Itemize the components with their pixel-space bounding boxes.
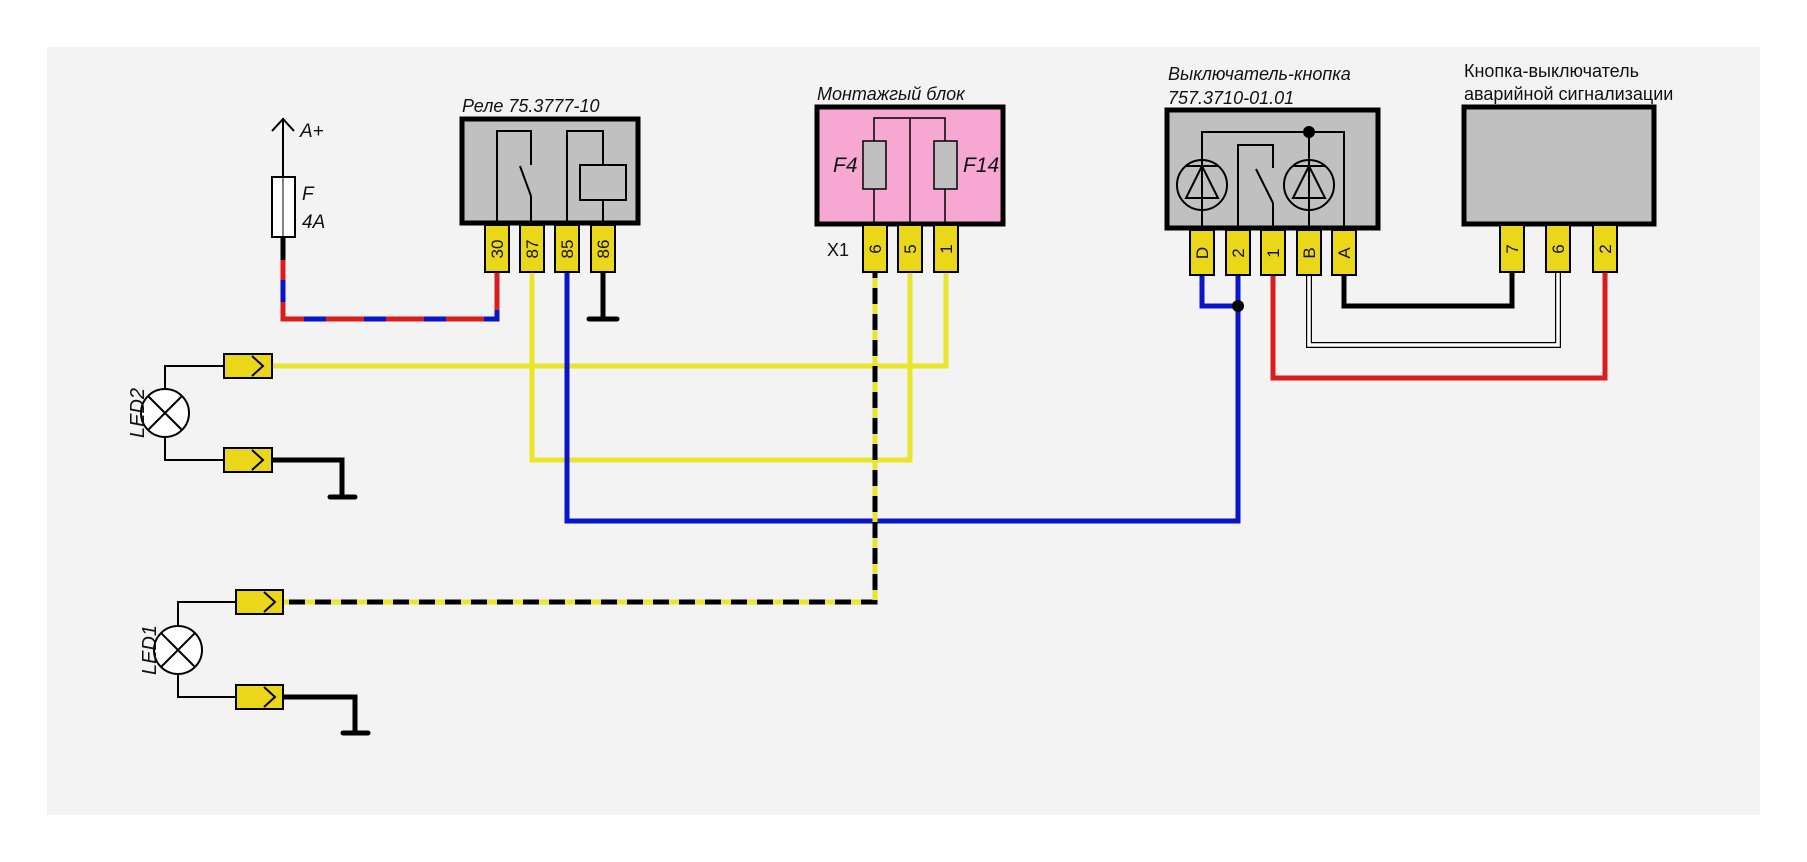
- relay-block: Реле 75.3777-10: [459, 96, 641, 226]
- led2: LED2: [127, 353, 273, 473]
- relay-pin-30: 30: [484, 224, 510, 273]
- wires: [272, 237, 1608, 736]
- led1-connector-bottom: [235, 684, 284, 710]
- fuse-label: F: [302, 184, 315, 205]
- svg-text:1: 1: [937, 244, 956, 253]
- wire-x1-6-to-led1: [283, 272, 878, 605]
- relay-pin-87: 87: [519, 224, 545, 273]
- ground-led1: [283, 694, 371, 736]
- switch-pin-a: A: [1331, 229, 1357, 276]
- hazard-switch-block: Кнопка-выключатель аварийной сигнализаци…: [1461, 61, 1673, 227]
- switch-button-label-line1: Выключатель-кнопка: [1168, 64, 1351, 84]
- svg-text:7: 7: [1503, 244, 1522, 253]
- hazard-pin-2: 2: [1592, 224, 1618, 273]
- wire-fuse-to-relay-30: [280, 237, 500, 322]
- relay-label: Реле 75.3777-10: [462, 96, 599, 116]
- fuse-f4-label: F4: [833, 154, 858, 177]
- hazard-pin-7: 7: [1499, 224, 1525, 273]
- led1-label: LED1: [139, 625, 161, 675]
- fuse-f4-icon: [862, 140, 887, 190]
- lamp-icon: [140, 388, 190, 438]
- svg-text:30: 30: [488, 240, 507, 259]
- chevron-right-icon: [251, 449, 265, 471]
- wire-relay-85-to-switch-2: [564, 272, 1241, 524]
- hazard-switch-label-line2: аварийной сигнализации: [1464, 84, 1673, 104]
- switch-pin-b: B: [1296, 229, 1322, 276]
- switch-button-label-line2: 757.3710-01.01: [1168, 88, 1294, 108]
- chevron-right-icon: [251, 355, 265, 377]
- switch-pin-2: 2: [1225, 229, 1251, 276]
- fuse-f14-icon: [933, 140, 958, 190]
- led2-connector-top: [223, 353, 273, 379]
- x1-pin-1: 1: [933, 224, 959, 273]
- wire-x1-1-to-led2: [272, 272, 949, 369]
- x1-pin-6: 6: [862, 224, 888, 273]
- svg-text:86: 86: [594, 240, 613, 259]
- hazard-pin-6: 6: [1545, 224, 1571, 273]
- wire-switch-d-to-junction: [1199, 275, 1238, 309]
- arrow-up-icon: [271, 117, 295, 132]
- switch-pin-1: 1: [1260, 229, 1286, 276]
- chevron-right-icon: [263, 591, 277, 613]
- ground-relay-86: [586, 272, 620, 322]
- relay-pin-85: 85: [554, 224, 580, 273]
- svg-text:6: 6: [1549, 244, 1568, 253]
- svg-text:6: 6: [866, 244, 885, 253]
- switch-button-block: Выключатель-кнопка 757.3710-01.01: [1164, 64, 1381, 231]
- power-supply: A+ F 4A: [271, 117, 325, 238]
- svg-text:A: A: [1335, 247, 1354, 259]
- hazard-switch-pins: 7 6 2: [1499, 224, 1618, 273]
- led2-connector-bottom: [223, 447, 273, 473]
- led1-connector-top: [235, 589, 284, 615]
- svg-text:2: 2: [1596, 244, 1615, 253]
- led-indicator-left-icon: [1176, 159, 1228, 211]
- hazard-switch-label-line1: Кнопка-выключатель: [1464, 61, 1639, 81]
- svg-text:85: 85: [558, 240, 577, 259]
- svg-text:87: 87: [523, 240, 542, 259]
- fuse-f14-label: F14: [963, 154, 999, 177]
- led1: LED1: [139, 589, 284, 710]
- x1-pin-5: 5: [897, 224, 923, 273]
- connector-x1-label: X1: [827, 240, 849, 260]
- switch-contact-icon: [1237, 144, 1274, 228]
- supply-label: A+: [299, 121, 324, 142]
- chevron-right-icon: [263, 686, 277, 708]
- led-indicator-right-icon: [1283, 159, 1335, 211]
- switch-pin-d: D: [1189, 229, 1215, 276]
- wire-switch-a-to-hazard-7: [1341, 272, 1515, 309]
- wire-switch-b-to-hazard-6: [1306, 272, 1561, 348]
- relay-pins: 30 87 85 86: [484, 224, 616, 273]
- relay-pin-86: 86: [590, 224, 616, 273]
- svg-text:1: 1: [1264, 248, 1283, 257]
- svg-text:5: 5: [901, 244, 920, 253]
- fuse-rating: 4A: [302, 212, 325, 233]
- led2-label: LED2: [127, 388, 149, 438]
- svg-text:B: B: [1300, 247, 1319, 258]
- wire-switch-1-to-hazard-2: [1270, 272, 1608, 381]
- mount-block-pins: 6 5 1: [862, 224, 959, 273]
- junction-dot: [1232, 300, 1244, 312]
- svg-text:2: 2: [1229, 248, 1248, 257]
- lamp-icon: [153, 625, 203, 675]
- switch-button-pins: D 2 1 B A: [1189, 229, 1357, 276]
- svg-text:D: D: [1193, 247, 1212, 259]
- ground-led2: [272, 457, 358, 500]
- mount-block-label: Монтажгый блок: [817, 84, 966, 104]
